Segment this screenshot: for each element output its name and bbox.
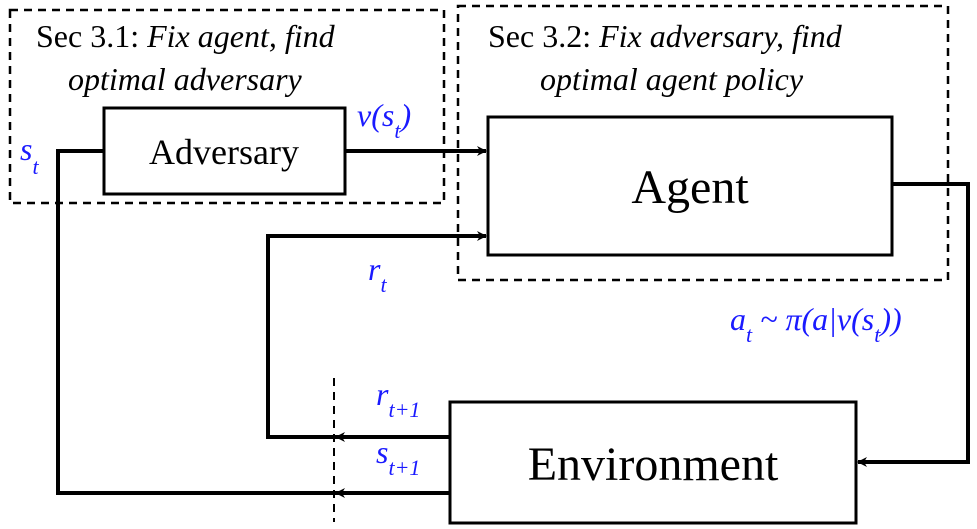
section-left-line2: optimal adversary	[68, 61, 303, 97]
signal-action: at ~ π(a|v(st))	[730, 301, 902, 347]
section-left-prefix: Sec 3.1:	[36, 18, 139, 54]
action-line	[857, 182, 970, 467]
agent-label: Agent	[631, 161, 749, 214]
signal-s-t1: st+1	[376, 434, 420, 480]
signal-r-t: rt	[368, 251, 387, 297]
state-feedback-line	[56, 149, 450, 495]
section-box-adversary	[8, 8, 446, 205]
signal-v-s-t: v(st)	[357, 97, 411, 143]
section-title-right: Sec 3.2: Fix adversary, find	[488, 18, 843, 54]
environment-block	[448, 400, 858, 525]
signal-r-t1: rt+1	[376, 376, 420, 422]
section-title-left: Sec 3.1: Fix agent, find	[36, 18, 336, 54]
signal-s-t: st	[20, 131, 39, 179]
section-left-line1: Fix agent, find	[146, 18, 336, 54]
adversary-label: Adversary	[149, 132, 299, 172]
section-box-agent	[456, 4, 950, 282]
section-right-prefix: Sec 3.2:	[488, 18, 591, 54]
section-right-line2: optimal agent policy	[540, 61, 804, 97]
section-right-line1: Fix adversary, find	[598, 18, 843, 54]
environment-label: Environment	[528, 438, 779, 491]
